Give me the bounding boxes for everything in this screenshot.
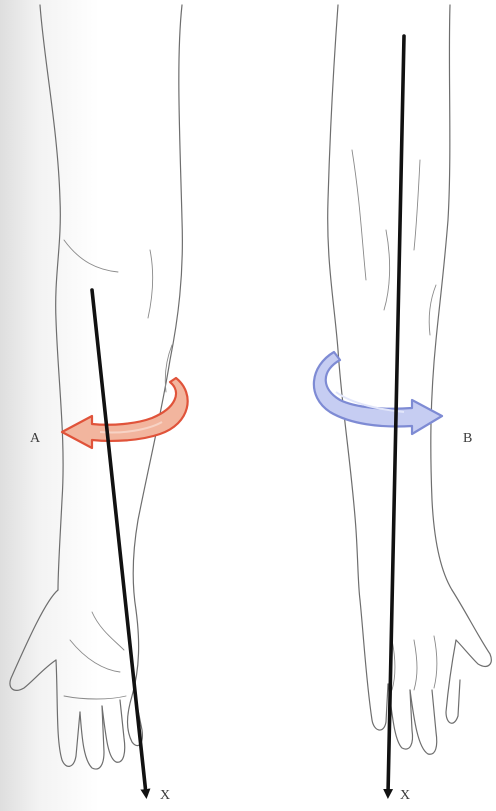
label-b: B [463, 432, 472, 446]
label-left-axis-x: X [160, 789, 170, 803]
label-right-axis-x: X [400, 789, 410, 803]
label-a: A [30, 432, 40, 446]
